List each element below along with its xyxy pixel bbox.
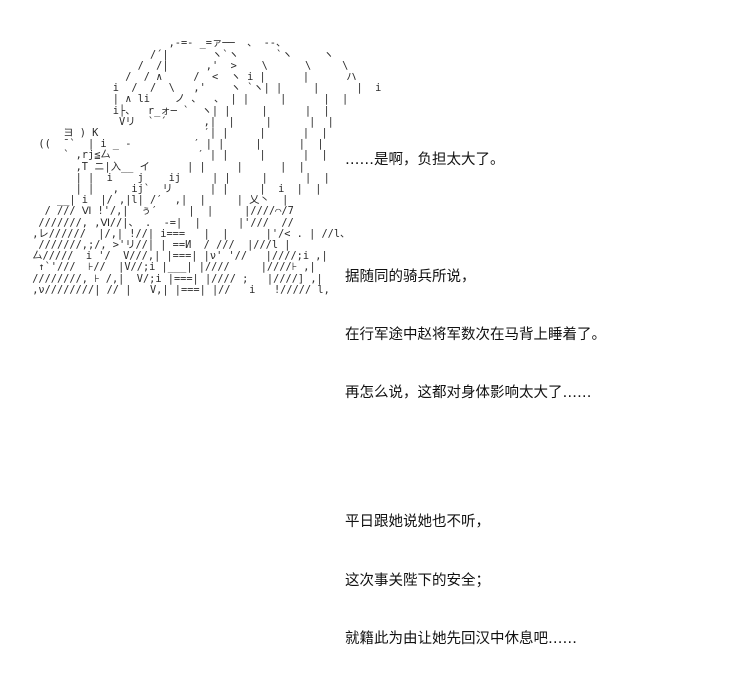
dialogue-paragraph-3: 平日跟她说她也不听， 这次事关陛下的安全； 就籍此为由让她先回汉中休息吧…… xyxy=(345,475,715,688)
dialogue-line: 就籍此为由让她先回汉中休息吧…… xyxy=(345,630,577,647)
dialogue-line: 在行军途中赵将军数次在马背上睡着了。 xyxy=(345,327,606,344)
dialogue-line: ……是啊，负担太大了。 xyxy=(345,151,505,168)
dialogue-paragraph-1: ……是啊，负担太大了。 xyxy=(345,112,715,209)
dialogue-line: 据随同的骑兵所说， xyxy=(345,268,476,285)
scene-canvas: ,-=- _=ァ── 、 --、 /´| ヽ`ヽ `ヽ ヽ / /| ,' > … xyxy=(32,37,606,647)
dialogue-line: 平日跟她说她也不听， xyxy=(345,514,490,531)
dialogue-text-area: ……是啊，负担太大了。 据随同的骑兵所说， 在行军途中赵将军数次在马背上睡着了。… xyxy=(345,112,715,688)
dialogue-paragraph-2: 据随同的骑兵所说， 在行军途中赵将军数次在马背上睡着了。 再怎么说，这都对身体影… xyxy=(345,229,715,442)
dialogue-line: 这次事关陛下的安全； xyxy=(345,572,490,589)
dialogue-line: 再怎么说，这都对身体影响太大了…… xyxy=(345,385,592,402)
character-portrait-ascii-art: ,-=- _=ァ── 、 --、 /´| ヽ`ヽ `ヽ ヽ / /| ,' > … xyxy=(32,37,382,296)
